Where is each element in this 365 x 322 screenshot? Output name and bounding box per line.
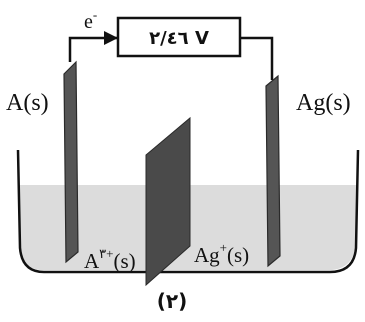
electron-label: e- xyxy=(84,7,97,33)
right-solution-label: Ag+(s) xyxy=(194,240,249,267)
beaker xyxy=(16,149,360,274)
left-solution-label: A٣+(s) xyxy=(84,246,136,273)
figure-caption: (٢) xyxy=(157,289,188,313)
external-wire xyxy=(68,36,118,62)
electron-flow-arrow-icon xyxy=(104,31,118,45)
voltmeter-reading: ٢/٤٦ V xyxy=(149,28,209,49)
external-wire-right xyxy=(240,36,274,80)
voltmeter-box xyxy=(116,16,242,58)
electrode-cathode xyxy=(265,74,281,268)
electrode-anode xyxy=(63,60,79,264)
porous-separator xyxy=(145,116,191,287)
left-electrode-label: A(s) xyxy=(6,90,49,116)
right-electrode-label: Ag(s) xyxy=(296,90,351,116)
